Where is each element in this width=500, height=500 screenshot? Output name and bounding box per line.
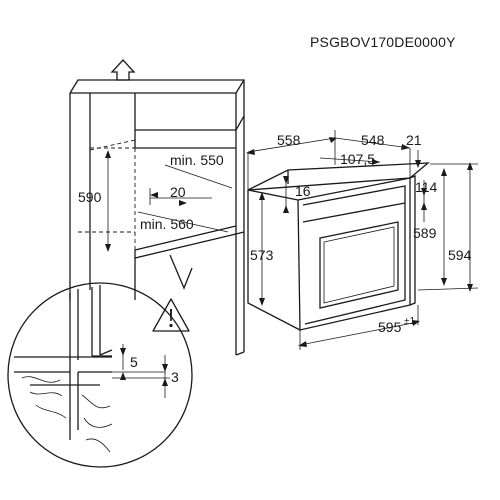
arrow-up-icon bbox=[110, 59, 136, 81]
cabinet-gap-label: 20 bbox=[170, 184, 186, 200]
cabinet-height-label: 590 bbox=[78, 189, 102, 205]
oven-width-label: 595 bbox=[378, 319, 402, 335]
oven-upper-label: 114 bbox=[415, 179, 438, 195]
cabinet-drawing bbox=[69, 79, 245, 356]
cabinet-min-depth-label: min. 560 bbox=[140, 216, 194, 232]
detail-gap-dimension bbox=[112, 344, 165, 380]
oven-drawing bbox=[247, 162, 430, 331]
oven-top-label: 16 bbox=[295, 183, 311, 199]
cabinet-height-dimension bbox=[105, 150, 111, 252]
oven-height-total-dimension bbox=[417, 162, 479, 292]
warning-icon bbox=[152, 298, 190, 332]
detail-shelf-label: 3 bbox=[171, 369, 179, 385]
oven-height-inner-dimension bbox=[441, 168, 447, 286]
oven-width-dimension bbox=[298, 305, 420, 350]
oven-height-left-dimension bbox=[259, 192, 265, 306]
oven-height-inner-label: 589 bbox=[413, 225, 437, 241]
oven-width-tolerance-label: ±1 bbox=[404, 316, 415, 327]
detail-gap-label: 5 bbox=[130, 354, 138, 370]
cabinet-min-width-label: min. 550 bbox=[170, 152, 224, 168]
oven-door-label: 21 bbox=[406, 132, 422, 148]
oven-inner-label: 107,5 bbox=[340, 151, 375, 167]
model-code: PSGBOV170DE0000Y bbox=[310, 34, 456, 50]
oven-height-total-label: 594 bbox=[448, 247, 472, 263]
oven-depth-dimensions bbox=[246, 130, 421, 190]
detail-shelf-dimension bbox=[112, 355, 170, 398]
oven-depth-label: 558 bbox=[277, 132, 301, 148]
detail-drawing bbox=[14, 285, 113, 453]
oven-height-left-label: 573 bbox=[250, 247, 274, 263]
detail-magnifier bbox=[7, 254, 193, 468]
oven-front-depth-label: 548 bbox=[361, 132, 385, 148]
